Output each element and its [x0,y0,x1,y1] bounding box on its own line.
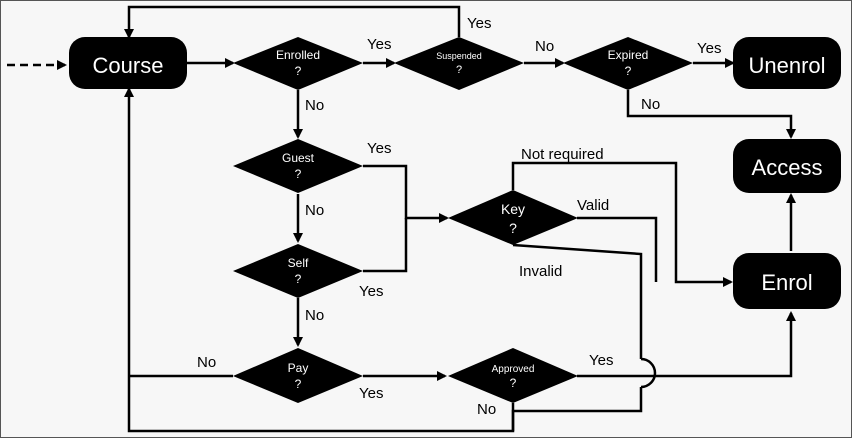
key-valid-to-enrol [577,216,658,282]
node-enrol: Enrol [733,253,841,309]
edge-suspended-no: No [535,38,554,55]
decision-expired-label: Expired [608,48,649,62]
edge-suspended-yes: Yes [467,15,491,32]
decision-suspended-label: Suspended [436,51,482,61]
decision-pay: Pay ? [233,348,363,403]
decision-key-q: ? [509,220,517,236]
node-course-label: Course [93,53,164,78]
decision-enrolled-q: ? [295,64,302,78]
node-enrol-label: Enrol [761,270,812,295]
node-course: Course [69,37,187,89]
decision-expired-q: ? [625,64,632,78]
suspended-yes-loop [124,5,461,39]
edge-enrolled-yes: Yes [367,36,391,53]
decision-pay-label: Pay [288,361,309,375]
decision-approved: Approved ? [448,348,578,403]
edge-guest-yes: Yes [367,140,391,157]
edge-expired-no: No [641,96,660,113]
edge-key-not-required: Not required [521,146,604,163]
decision-enrolled-label: Enrolled [276,48,320,62]
decision-approved-label: Approved [492,364,535,375]
key-invalid-path [512,243,643,359]
edge-self-no: No [305,307,324,324]
node-unenrol: Unenrol [733,37,841,89]
decision-guest-q: ? [295,167,302,181]
guest-yes-to-key [363,164,449,223]
decision-pay-q: ? [295,377,302,391]
edge-approved-no: No [477,401,496,418]
edge-guest-no: No [305,202,324,219]
decision-suspended-q: ? [456,64,462,76]
decision-approved-q: ? [510,376,517,390]
edge-approved-yes: Yes [589,352,613,369]
decision-enrolled: Enrolled ? [233,37,363,90]
edge-self-yes: Yes [359,283,383,300]
edge-key-invalid: Invalid [519,263,562,280]
edge-pay-no: No [197,354,216,371]
self-yes-to-key [363,218,408,273]
key-notrequired-to-enrol [511,161,733,287]
decision-self: Self ? [233,244,363,298]
decision-self-label: Self [288,256,309,270]
edge-enrolled-no: No [305,97,324,114]
decision-guest: Guest ? [233,139,363,193]
decision-self-q: ? [295,272,302,286]
edge-key-valid: Valid [577,197,609,214]
node-unenrol-label: Unenrol [748,53,825,78]
expired-no-to-access [626,90,796,139]
decision-key-label: Key [501,201,525,217]
edge-expired-yes: Yes [697,40,721,57]
node-access: Access [733,139,841,193]
decision-key: Key ? [448,190,578,245]
decision-expired: Expired ? [563,37,693,90]
edge-pay-yes: Yes [359,385,383,402]
decision-guest-label: Guest [282,151,315,165]
key-invalid-hop [640,357,657,389]
node-access-label: Access [752,155,823,180]
edge-labels: Yes No Yes No Yes No Yes No Yes No No Ye… [197,15,721,418]
connectors [7,5,796,433]
approved-yes-to-enrol [577,311,796,378]
decision-suspended: Suspended ? [394,37,524,90]
